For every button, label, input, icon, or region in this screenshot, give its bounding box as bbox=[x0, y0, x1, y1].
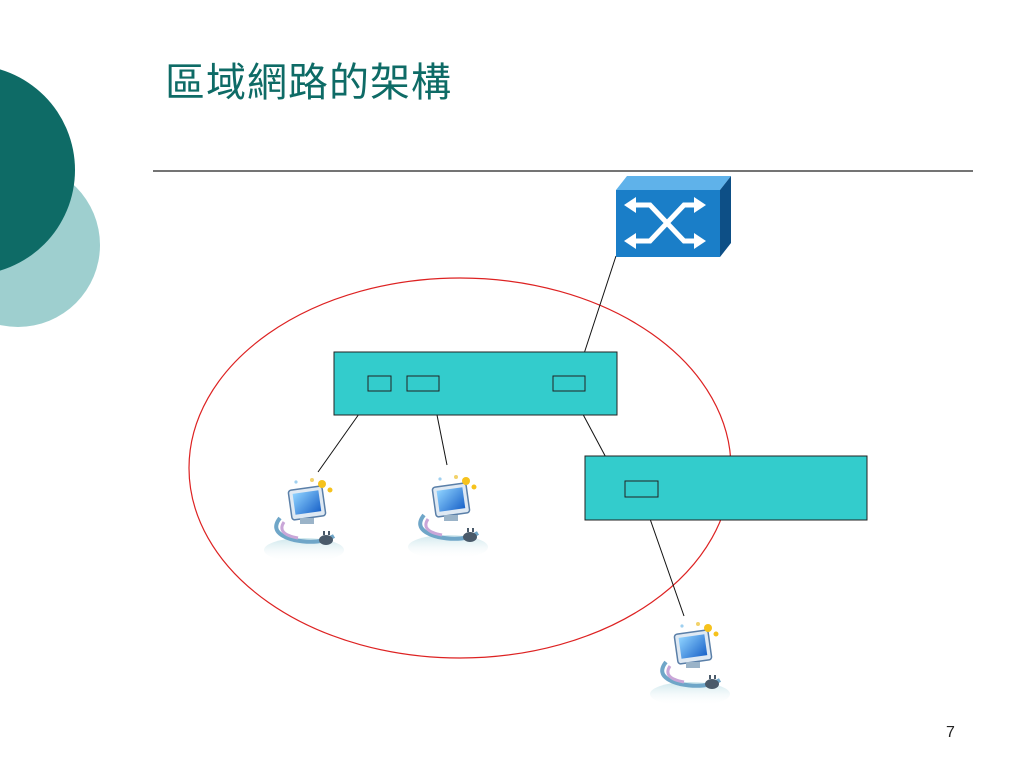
hub-main-port-1 bbox=[367, 375, 392, 392]
slide-title: 區域網路的架構 bbox=[165, 60, 452, 106]
hub-main-port-3 bbox=[552, 375, 586, 392]
decor-circle-dark bbox=[0, 69, 75, 271]
computer-icon bbox=[648, 620, 732, 708]
page-number: 7 bbox=[946, 724, 955, 741]
switch-router-icon bbox=[616, 176, 731, 257]
computer-icon bbox=[406, 473, 490, 561]
hub-main-port-2 bbox=[406, 375, 440, 392]
computer-icon bbox=[262, 476, 346, 564]
hub-secondary-port-1 bbox=[624, 480, 659, 498]
